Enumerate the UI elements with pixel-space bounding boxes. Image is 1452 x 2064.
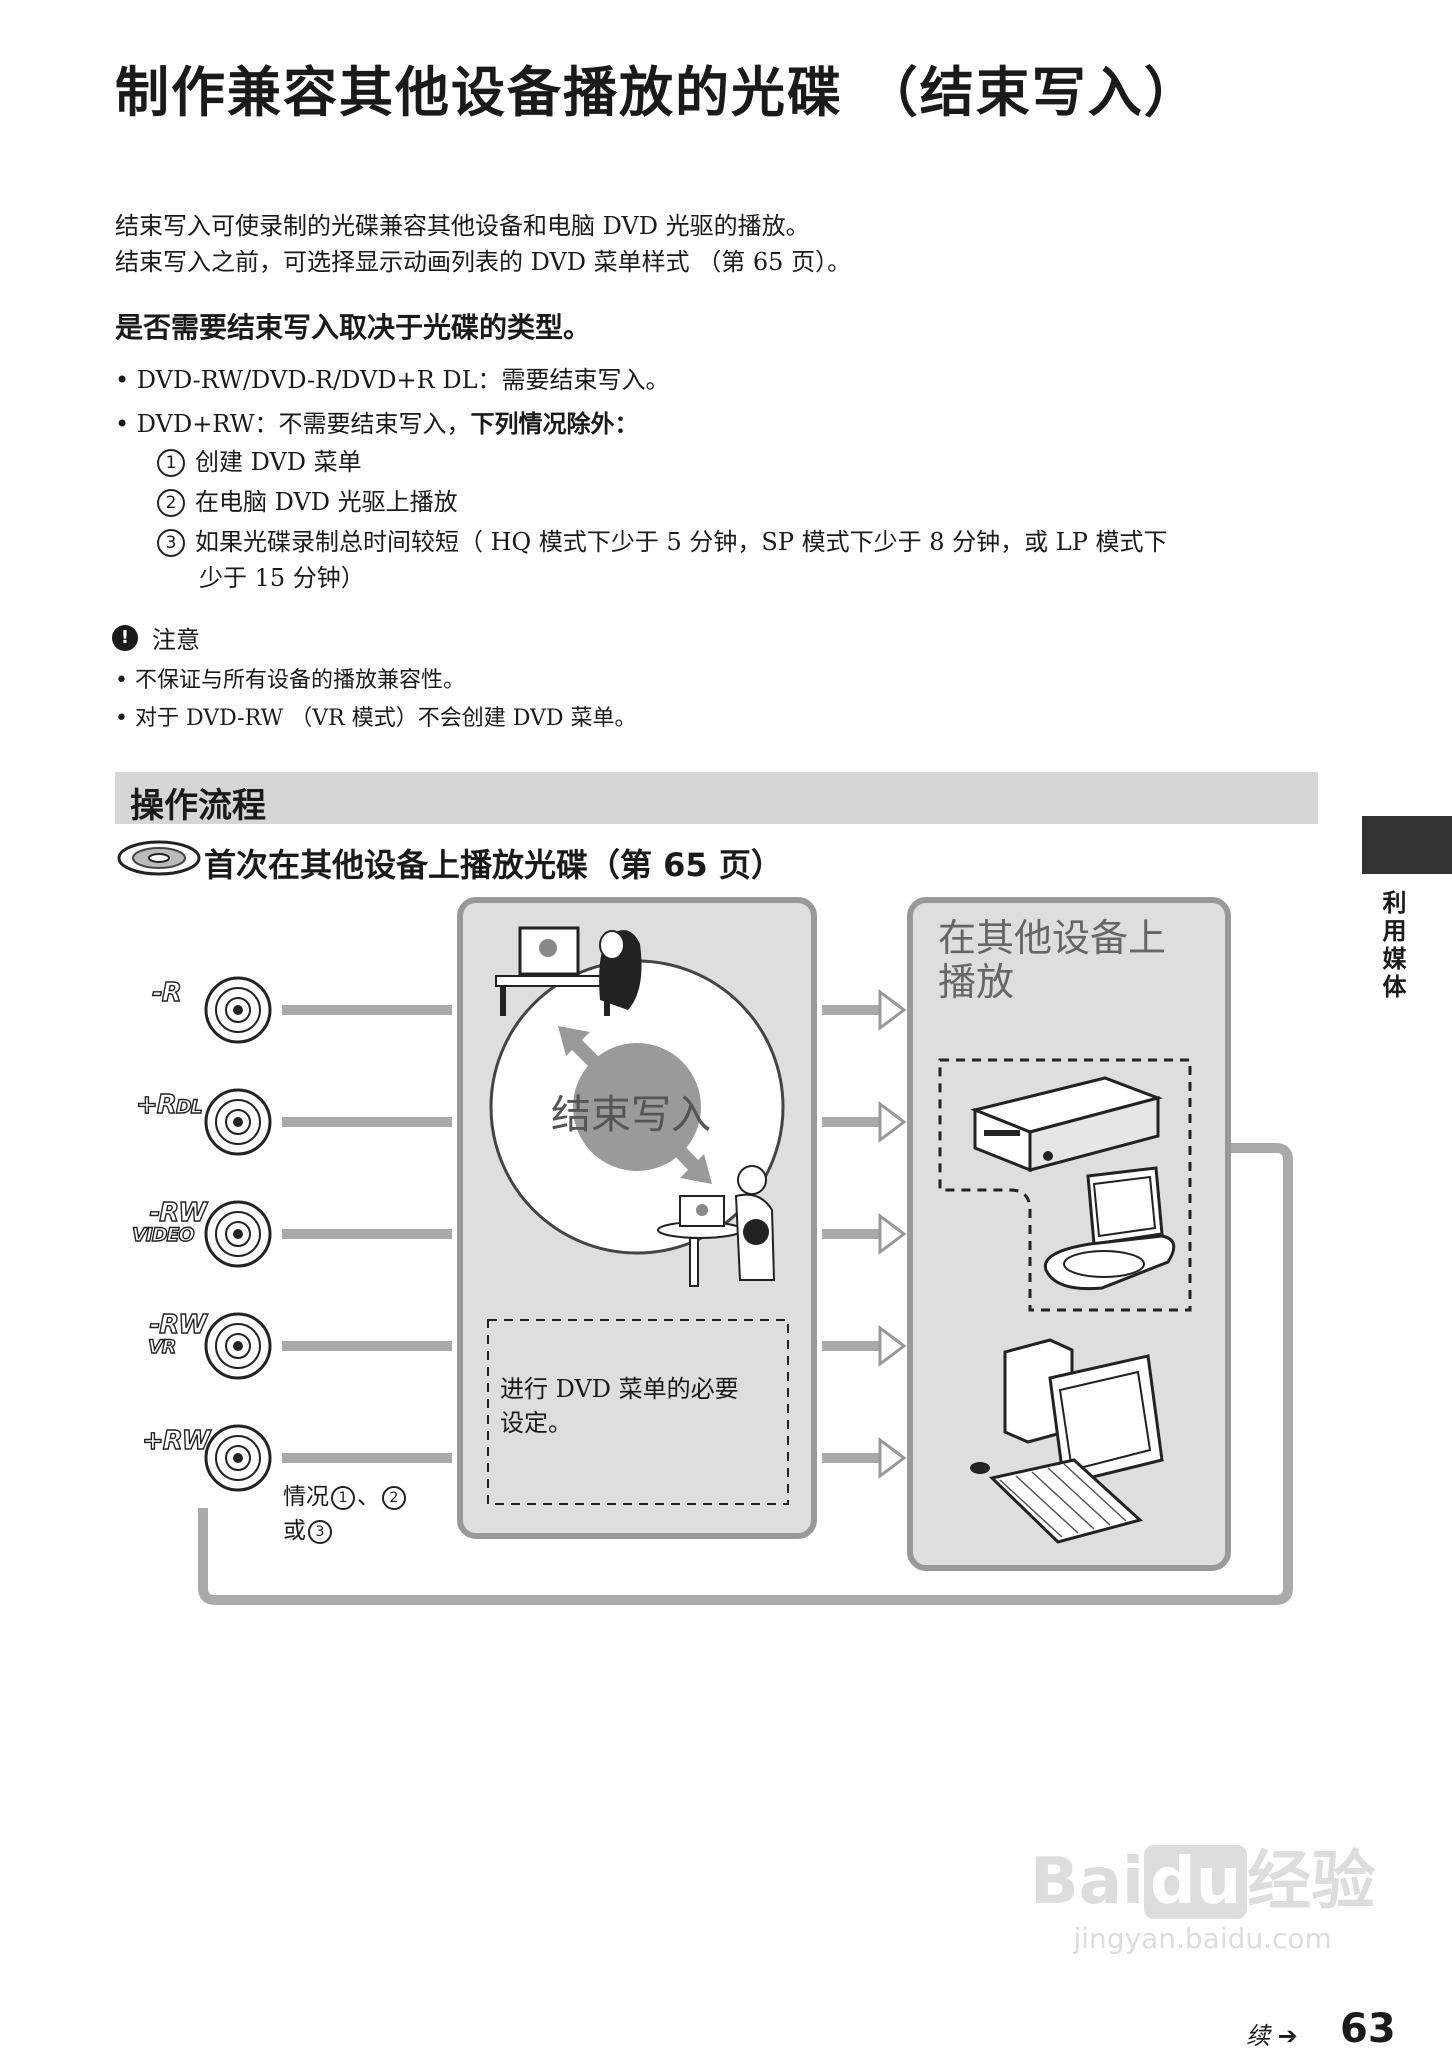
- arrow-right-icon: ➔: [1277, 2022, 1298, 2050]
- note-item-2: • 对于 DVD-RW （VR 模式）不会创建 DVD 菜单。: [115, 706, 637, 731]
- section-title: 操作流程: [130, 786, 266, 826]
- note-item-1: • 不保证与所有设备的播放兼容性。: [115, 668, 465, 693]
- circled-number: 3: [157, 529, 185, 557]
- output-arrows: [822, 989, 907, 1479]
- baidu-watermark: Baidu经验 jingyan.baidu.com: [1030, 1845, 1376, 1955]
- section-heading: 是否需要结束写入取决于光碟的类型。: [115, 311, 592, 344]
- disc-icon: [117, 840, 201, 876]
- flow-title: 首次在其他设备上播放光碟（第 65 页）: [204, 846, 783, 884]
- person-watching-tv-illustration: [495, 926, 642, 1016]
- arrow-up-left: [558, 1026, 590, 1056]
- disc-graphics: [204, 976, 272, 1492]
- disc-label-dvd-rw-video: -RW VIDEO: [131, 1198, 207, 1246]
- circled-number: 2: [157, 489, 185, 517]
- warning-icon: !: [112, 624, 138, 651]
- people-with-laptop-illustration: [657, 1165, 776, 1287]
- disc-label-dvd-r-dl: +RDL: [135, 1089, 203, 1120]
- intro-paragraph: 结束写入可使录制的光碟兼容其他设备和电脑 DVD 光驱的播放。 结束写入之前，可…: [115, 208, 851, 280]
- disc-label-dvd-plus-rw: +RW: [141, 1425, 211, 1456]
- devices-dashed-outline: [938, 1058, 1192, 1312]
- arrow-down-right: [680, 1154, 712, 1184]
- note-heading: ! 注意: [112, 620, 200, 655]
- portable-dvd-illustration: [1043, 1166, 1176, 1291]
- input-lines: [282, 1005, 452, 1463]
- loop-line: [198, 1143, 1293, 1605]
- section-bar: [115, 772, 1318, 824]
- dvd-menu-note: 进行 DVD 菜单的必要 设定。: [500, 1375, 739, 1437]
- circled-number: 1: [157, 449, 185, 477]
- bullet-item-1: • DVD-RW/DVD-R/DVD+R DL：需要结束写入。: [115, 366, 670, 394]
- intro-line-2: 结束写入之前，可选择显示动画列表的 DVD 菜单样式 （第 65 页）。: [115, 248, 852, 276]
- disc-label-dvd-r: -R: [151, 977, 182, 1008]
- flow-diagram: [198, 897, 1293, 1605]
- finalize-label: 结束写入: [551, 1092, 711, 1138]
- side-tab: [1362, 816, 1452, 874]
- continued-label: 续 ➔: [1246, 2022, 1298, 2050]
- page-title: 制作兼容其他设备播放的光碟 （结束写入）: [115, 61, 1200, 124]
- computer-illustration: [970, 1338, 1164, 1544]
- page-number: 63: [1340, 2006, 1396, 2052]
- dvd-menu-note-box: [487, 1319, 789, 1505]
- side-tab-label: 利用媒体: [1378, 890, 1406, 1002]
- condition-3-continued: 少于 15 分钟）: [199, 564, 365, 592]
- disc-label-dvd-rw-vr: -RW VR: [147, 1310, 207, 1358]
- other-devices-label: 在其他设备上 播放: [938, 916, 1167, 1004]
- dvd-player-illustration: [970, 1076, 1163, 1173]
- intro-line-1: 结束写入可使录制的光碟兼容其他设备和电脑 DVD 光驱的播放。: [115, 212, 810, 240]
- bullet-item-2: • DVD+RW：不需要结束写入，下列情况除外：: [115, 410, 639, 438]
